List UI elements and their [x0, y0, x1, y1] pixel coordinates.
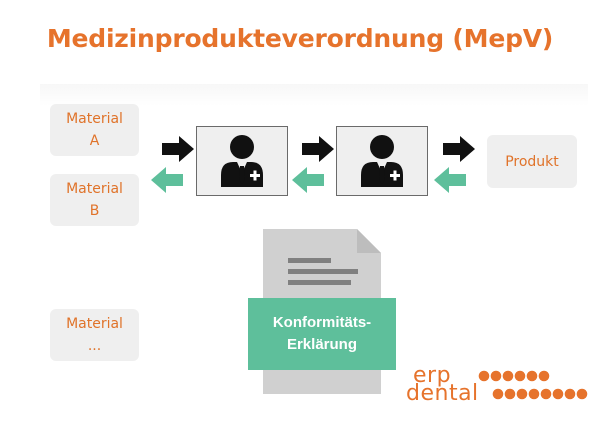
person-with-medical-cross-icon [361, 135, 403, 187]
back-arrow-2 [292, 167, 324, 193]
material-more-box: Material ... [50, 309, 139, 361]
forward-arrow-2 [302, 136, 334, 162]
forward-arrow-1 [162, 136, 194, 162]
conformity-declaration-text: Konformitäts- Erklärung [272, 314, 372, 353]
header-band [40, 84, 588, 106]
logo-dots-row-2 [492, 388, 588, 400]
product-label: Produkt [505, 153, 559, 170]
material-a-box: Material A [50, 104, 139, 156]
back-arrow-3 [434, 167, 466, 193]
logo-word-dental: dental [406, 381, 479, 406]
actor-box-2 [336, 126, 428, 196]
logo-dots-row-1 [478, 370, 550, 382]
product-box: Produkt [487, 135, 577, 188]
material-b-box: Material B [50, 174, 139, 226]
page-title: Medizinprodukteverordnung (MepV) [46, 24, 554, 53]
material-b-label: Material B [66, 181, 123, 219]
back-arrow-1 [151, 167, 183, 193]
logo-word-erp: erp [413, 363, 452, 388]
material-a-label: Material A [66, 111, 123, 149]
conformity-declaration-label: Konformitäts- Erklärung [248, 298, 396, 370]
actor-box-1 [196, 126, 288, 196]
person-with-medical-cross-icon [221, 135, 263, 187]
forward-arrow-3 [443, 136, 475, 162]
material-more-label: Material ... [66, 316, 123, 354]
